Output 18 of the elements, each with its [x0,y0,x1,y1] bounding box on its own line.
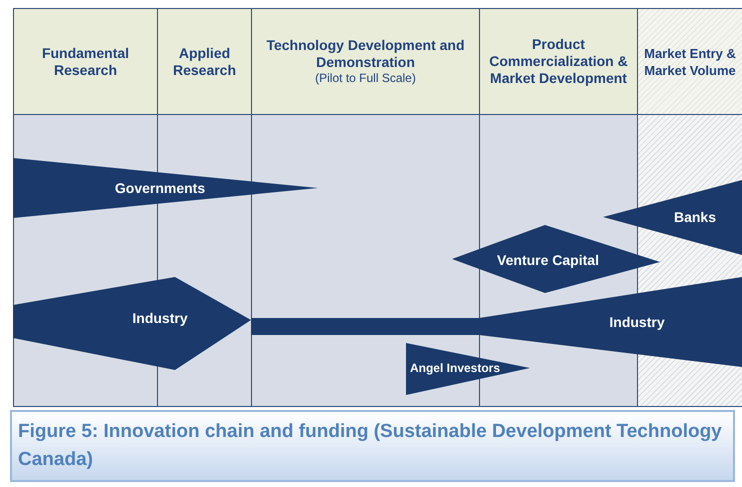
figure-caption: Figure 5: Innovation chain and funding (Sustainable Development Technology Canada) [10,410,735,482]
funding-label: Venture Capital [497,252,599,268]
header-text: Fundamental Research [40,44,130,78]
funding-label: Governments [114,180,206,196]
funding-label: Banks [674,209,716,225]
header-text: Product Commercialization & Market Development [488,36,629,87]
funding-label: Industry [132,310,188,326]
funding-label: Industry [609,314,665,330]
funding-label: Angel Investors [410,361,500,375]
header-text: Applied Research [172,44,238,78]
header-text: Market Entry & Market Volume [643,44,737,78]
header-subtext: (Pilot to Full Scale) [315,71,416,86]
stage-header [157,8,251,115]
stage-header [251,8,479,115]
stage-header [479,8,637,115]
stage-header [13,8,157,115]
header-text: Technology Development and Demonstration [265,37,466,71]
stage-header [637,8,742,115]
